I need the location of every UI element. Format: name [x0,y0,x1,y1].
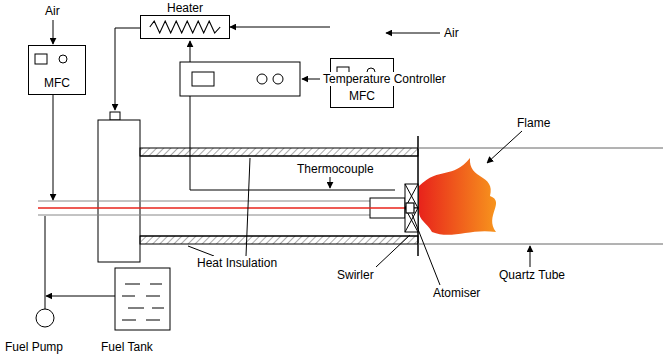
display-icon [192,72,214,86]
node-label: MFC [29,76,85,90]
leader-line [412,214,440,285]
heater-node: Heater [140,1,230,39]
heater-box [140,15,230,39]
duct-wall [140,156,418,157]
mfc-box: MFC [28,45,86,95]
part-label: Air [443,26,460,40]
air-line [53,95,54,200]
leader-arrow [302,79,320,80]
leader-arrow [330,177,331,188]
part-label: Atomiser [432,286,481,300]
fuel-liquid [122,284,164,320]
fuel-feed-line [46,296,115,297]
temperature-controller [180,62,300,96]
knob-icon [59,55,67,63]
part-label: Temperature Controller [322,72,447,86]
display-icon [35,54,47,64]
quartz-tube [418,148,663,149]
part-label: Fuel Tank [100,340,154,354]
leader-line [246,158,250,256]
fuel-supply-line [45,216,46,309]
atomiser [406,203,414,213]
flow-arrow [230,27,330,28]
leader-arrow [487,131,522,163]
fuel-line [38,207,408,209]
part-label: Quartz Tube [498,268,566,282]
knob-icon [257,74,267,84]
part-label: Heat Insulation [196,256,278,270]
fuel-pump [36,309,54,327]
node-heading: Heater [140,1,230,15]
node-label: MFC [331,89,393,103]
part-label: Thermocouple [296,162,375,176]
coil-zigzag [150,21,220,33]
heat-insulation [140,148,418,156]
control-arrow [190,41,191,62]
heater-coil [141,16,229,38]
air-arrow [53,20,54,44]
plenum-chamber [98,120,140,262]
thermocouple [190,96,395,190]
heat-insulation [140,236,418,244]
hot-air-line [115,28,140,110]
leader-line [188,246,214,256]
quartz-tube [418,244,663,245]
air-arrow [386,33,440,34]
fuel-tank [115,268,170,330]
leader-line [376,235,410,267]
knob-icon [273,74,283,84]
atomiser-tube [38,215,370,216]
flame [419,158,496,235]
fitting [110,112,120,120]
duct-wall [140,236,418,237]
atomiser-tube [38,201,370,202]
leader-arrow [530,246,531,267]
part-label: Swirler [336,268,375,282]
mfc-icon [29,46,77,68]
part-label: Fuel Pump [4,340,64,354]
part-label: Air [44,4,61,18]
part-label: Flame [516,116,551,130]
